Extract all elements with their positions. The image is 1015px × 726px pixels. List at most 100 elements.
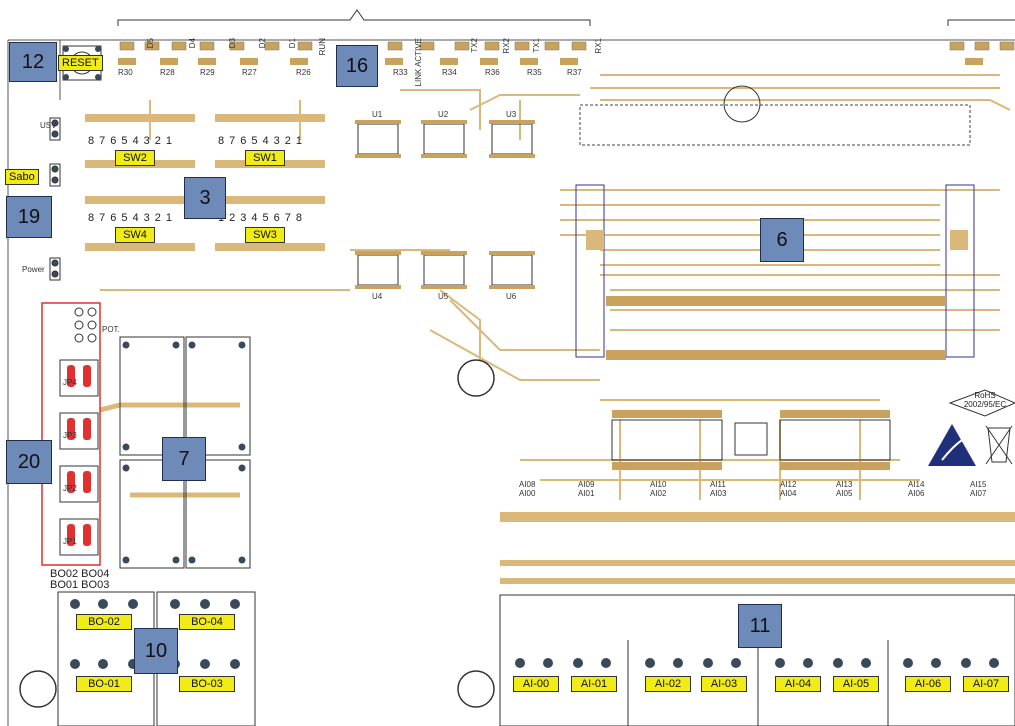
ai-07-label: AI-07 bbox=[963, 676, 1009, 692]
callout-12: 12 bbox=[9, 42, 57, 82]
mounting-holes bbox=[19, 359, 495, 708]
ai-06-label: AI-06 bbox=[905, 676, 951, 692]
led-label-run: RUN bbox=[318, 38, 327, 56]
resistor-label-r33: R33 bbox=[393, 68, 408, 77]
dip-numbers-sw4: 87654321 bbox=[88, 212, 177, 224]
ai-pair-bottom-3: AI03 bbox=[710, 489, 727, 498]
esd-warning-icon bbox=[928, 424, 1013, 466]
dip-numbers-sw1: 87654321 bbox=[218, 135, 307, 147]
resistor-label-r37: R37 bbox=[567, 68, 582, 77]
ai-pair-top-4: AI12 bbox=[780, 480, 797, 489]
jumper-label-jp3: JP3 bbox=[63, 431, 77, 440]
chip-label-u2: U2 bbox=[438, 110, 449, 119]
ai-pair-top-2: AI10 bbox=[650, 480, 667, 489]
callout-11: 11 bbox=[738, 604, 782, 648]
jumper-block bbox=[41, 302, 101, 566]
bo-04-label: BO-04 bbox=[179, 614, 235, 630]
resistor-label-r26: R26 bbox=[296, 68, 311, 77]
bo-header-top: BO02 BO04 bbox=[50, 568, 110, 580]
callout-20: 20 bbox=[6, 440, 52, 484]
small-ic-pins bbox=[355, 120, 535, 289]
callout-6: 6 bbox=[760, 218, 804, 262]
callout-3: 3 bbox=[184, 177, 226, 219]
top-bracket bbox=[117, 9, 1015, 26]
ai-pair-bottom-7: AI07 bbox=[970, 489, 987, 498]
ai-04-label: AI-04 bbox=[775, 676, 821, 692]
ai-03-label: AI-03 bbox=[701, 676, 747, 692]
ai-pair-top-7: AI15 bbox=[970, 480, 987, 489]
ai-01-label: AI-01 bbox=[571, 676, 617, 692]
chip-label-u1: U1 bbox=[372, 110, 383, 119]
ai-pair-bottom-6: AI06 bbox=[908, 489, 925, 498]
pot-label: POT. bbox=[102, 325, 120, 334]
led-label-link-active: LINK ACTIVE bbox=[414, 38, 423, 87]
power-label: Power bbox=[22, 265, 45, 274]
reset-label: RESET bbox=[58, 55, 103, 71]
led-label-d5: D5 bbox=[146, 38, 155, 49]
ai-pair-bottom-0: AI00 bbox=[519, 489, 536, 498]
sw4-label: SW4 bbox=[115, 227, 155, 243]
bo-02-label: BO-02 bbox=[76, 614, 132, 630]
resistor-label-r36: R36 bbox=[485, 68, 500, 77]
resistor-label-r35: R35 bbox=[527, 68, 542, 77]
ai-resistor-network bbox=[500, 512, 1015, 584]
chip-label-u3: U3 bbox=[506, 110, 517, 119]
ai-pair-bottom-1: AI01 bbox=[578, 489, 595, 498]
ai-pair-top-5: AI13 bbox=[836, 480, 853, 489]
resistor-label-r28: R28 bbox=[160, 68, 175, 77]
ai-pair-top-1: AI09 bbox=[578, 480, 595, 489]
sw1-label: SW1 bbox=[245, 150, 285, 166]
ai-00-label: AI-00 bbox=[513, 676, 559, 692]
bo-03-label: BO-03 bbox=[179, 676, 235, 692]
ai-pair-top-3: AI11 bbox=[710, 480, 726, 489]
rohs-text: RoHS 2002/95/EC bbox=[963, 391, 1007, 409]
ai-pair-bottom-4: AI04 bbox=[780, 489, 797, 498]
resistor-label-r27: R27 bbox=[242, 68, 257, 77]
sabo-label: Sabo bbox=[5, 169, 39, 185]
chip-label-u4: U4 bbox=[372, 292, 383, 301]
ai-pair-top-0: AI08 bbox=[519, 480, 536, 489]
led-label-tx1: TX1 bbox=[532, 38, 541, 53]
ai-pair-bottom-2: AI02 bbox=[650, 489, 667, 498]
ai-pair-bottom-5: AI05 bbox=[836, 489, 853, 498]
resistor-label-r34: R34 bbox=[442, 68, 457, 77]
led-label-d4: D4 bbox=[188, 38, 197, 49]
jumper-label-jp2: JP2 bbox=[63, 484, 77, 493]
resistor-label-r29: R29 bbox=[200, 68, 215, 77]
bo-header-bottom: BO01 BO03 bbox=[50, 579, 110, 591]
jumper-label-jp4: JP4 bbox=[63, 378, 77, 387]
sw2-label: SW2 bbox=[115, 150, 155, 166]
ai-pair-top-6: AI14 bbox=[908, 480, 925, 489]
chip-label-u6: U6 bbox=[506, 292, 517, 301]
led-label-d1: D1 bbox=[288, 38, 297, 49]
relay-blocks bbox=[119, 336, 251, 569]
ai-terminals bbox=[499, 594, 1015, 726]
display-connector bbox=[575, 85, 975, 360]
callout-16: 16 bbox=[336, 45, 378, 87]
callout-7: 7 bbox=[162, 437, 206, 481]
chip-label-u5: U5 bbox=[438, 292, 449, 301]
jumper-label-jp1: JP1 bbox=[63, 537, 77, 546]
dip-numbers-sw2: 87654321 bbox=[88, 135, 177, 147]
ai-terminal-screws bbox=[515, 658, 999, 668]
led-label-tx2: TX2 bbox=[470, 38, 479, 53]
callout-19: 19 bbox=[6, 196, 52, 238]
led-label-d2: D2 bbox=[258, 38, 267, 49]
led-label-rx1: RX1 bbox=[594, 38, 603, 54]
rohs-mark bbox=[948, 389, 1015, 417]
bo-01-label: BO-01 bbox=[76, 676, 132, 692]
top-led-row bbox=[118, 41, 1015, 65]
small-ics bbox=[357, 123, 533, 286]
ai-02-label: AI-02 bbox=[645, 676, 691, 692]
soic-chips bbox=[611, 410, 891, 470]
left-header-connectors bbox=[49, 117, 61, 281]
sw3-label: SW3 bbox=[245, 227, 285, 243]
usv-label: USV bbox=[40, 121, 57, 130]
callout-10: 10 bbox=[134, 628, 178, 674]
ai-05-label: AI-05 bbox=[833, 676, 879, 692]
led-label-rx2: RX2 bbox=[502, 38, 511, 54]
resistor-label-r30: R30 bbox=[118, 68, 133, 77]
led-label-d3: D3 bbox=[228, 38, 237, 49]
